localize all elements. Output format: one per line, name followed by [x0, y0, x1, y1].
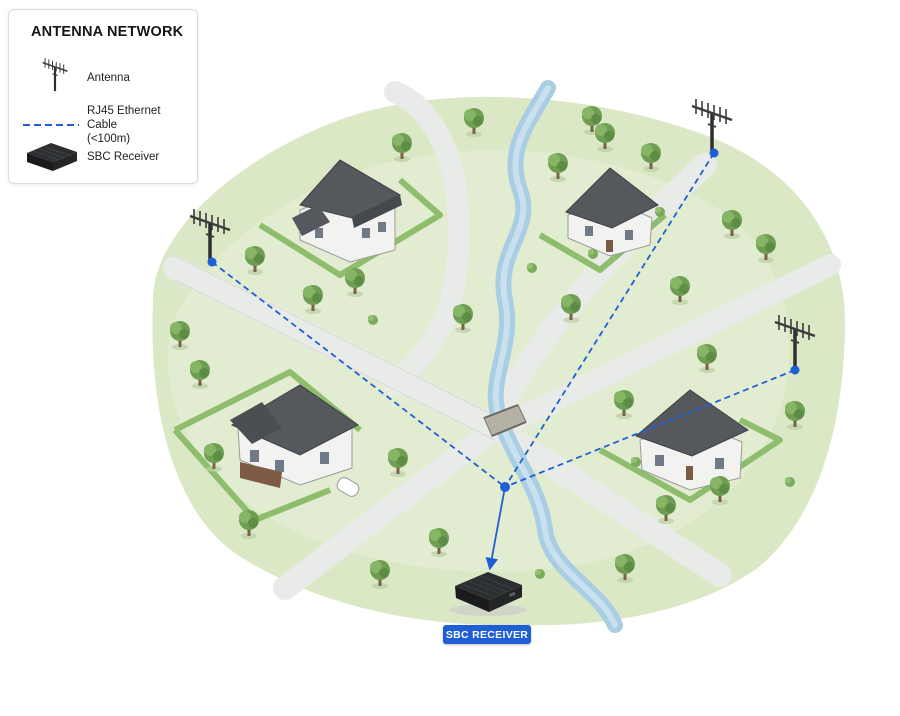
house-2 [565, 167, 659, 257]
legend-label-cable: RJ45 Ethernet Cable (<100m) [87, 105, 161, 145]
legend-panel: ANTENNA NETWORK Antenna RJ45 Ethernet Ca… [8, 9, 198, 184]
house-1 [292, 159, 402, 263]
road-edges [174, 255, 496, 441]
hub-node [500, 482, 510, 492]
dashed-cable-line [23, 124, 79, 126]
cable-antenna-top-right [504, 152, 715, 488]
house-4 [635, 389, 750, 491]
cable-to-receiver [485, 486, 506, 571]
legend-label-sbc: SBC Receiver [87, 151, 160, 163]
legend-item-sbc: SBC Receiver [21, 137, 191, 177]
sbc-receiver-label: SBC RECEIVER [443, 625, 531, 644]
antenna-node [207, 257, 217, 267]
legend-item-antenna: Antenna [21, 57, 191, 98]
house-3 [230, 384, 360, 497]
antenna-icon [41, 57, 69, 93]
legend-title: ANTENNA NETWORK [31, 24, 184, 40]
stream-highlight [492, 85, 618, 628]
sbc-receiver-icon [450, 572, 526, 616]
cable-antenna-right [504, 369, 796, 488]
bridge [483, 404, 527, 437]
roads [163, 81, 841, 600]
antenna-node [709, 148, 719, 158]
antenna-node [790, 365, 800, 375]
legend-item-cable: RJ45 Ethernet Cable (<100m) [21, 104, 191, 146]
legend-label-antenna: Antenna [87, 72, 130, 84]
ethernet-cables [211, 152, 796, 488]
sbc-receiver-icon [27, 143, 77, 171]
cable-antenna-left [211, 261, 506, 488]
